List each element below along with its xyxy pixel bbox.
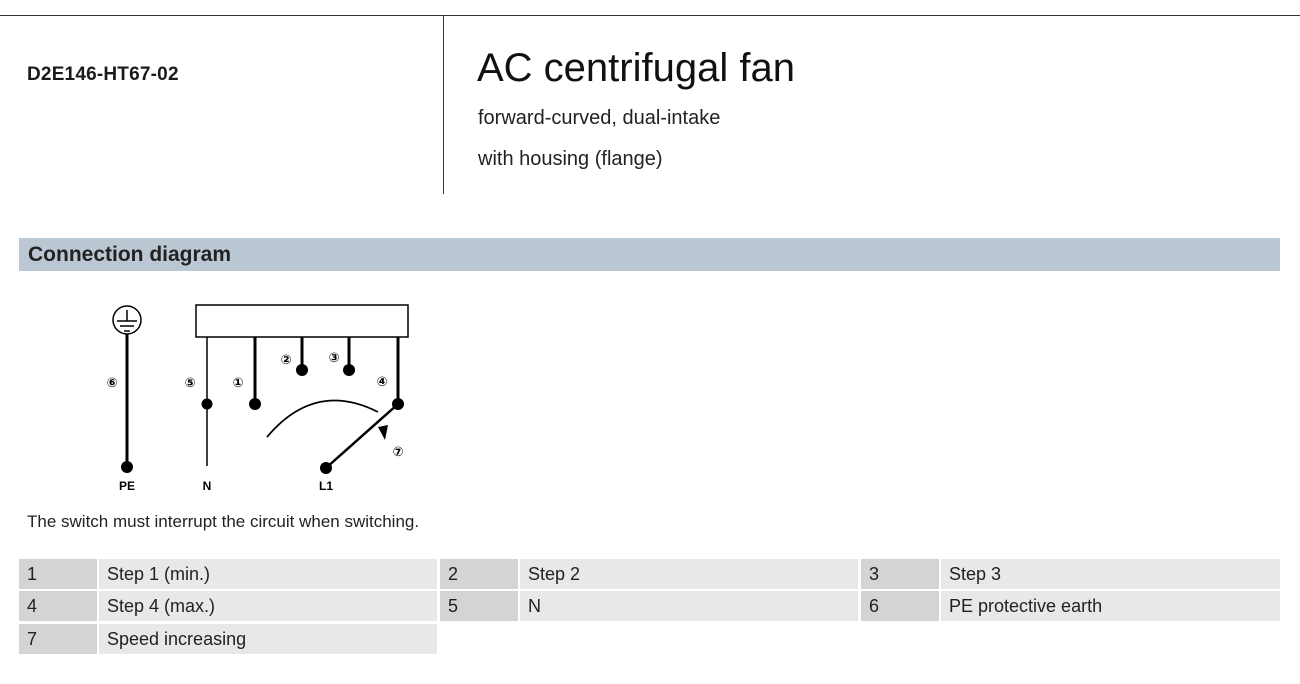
header-top-rule: [0, 15, 1300, 16]
legend-desc: PE protective earth: [941, 591, 1280, 621]
legend-num: 1: [19, 559, 97, 589]
marker-4: ④: [376, 375, 387, 390]
terminal-label-n: N: [203, 479, 212, 493]
switch-arm: [325, 403, 399, 469]
legend-desc: N: [520, 591, 858, 621]
legend-desc: Step 2: [520, 559, 858, 589]
product-title: AC centrifugal fan: [477, 46, 795, 90]
legend-num: 4: [19, 591, 97, 621]
marker-5: ⑤: [184, 376, 195, 391]
section-header: Connection diagram: [19, 238, 1280, 271]
speed-arc: [266, 399, 379, 438]
motor-terminal-box: [195, 304, 409, 338]
legend-desc: Speed increasing: [99, 624, 437, 654]
header-divider: [443, 15, 444, 194]
model-number: D2E146-HT67-02: [27, 64, 179, 85]
arrow-head-icon: [378, 425, 388, 440]
connection-diagram: ⑥ ⑤ ① ② ③ ④ ⑦ PE N L1: [106, 304, 409, 493]
marker-3: ③: [328, 351, 339, 366]
legend-num: 6: [861, 591, 939, 621]
legend-desc: Step 4 (max.): [99, 591, 437, 621]
section-title: Connection diagram: [28, 243, 232, 266]
terminal-label-pe: PE: [119, 479, 135, 493]
marker-7: ⑦: [392, 445, 403, 460]
legend-desc: Step 3: [941, 559, 1280, 589]
legend-num: 2: [440, 559, 518, 589]
product-subtitle-1: forward-curved, dual-intake: [478, 107, 721, 129]
legend-desc: Step 1 (min.): [99, 559, 437, 589]
product-subtitle-2: with housing (flange): [478, 148, 663, 170]
marker-6: ⑥: [106, 376, 117, 391]
marker-2: ②: [280, 353, 291, 368]
legend-num: 3: [861, 559, 939, 589]
legend-num: 7: [19, 624, 97, 654]
legend-num: 5: [440, 591, 518, 621]
switch-note: The switch must interrupt the circuit wh…: [27, 512, 420, 531]
marker-1: ①: [232, 376, 243, 391]
terminal-label-l1: L1: [319, 479, 333, 493]
